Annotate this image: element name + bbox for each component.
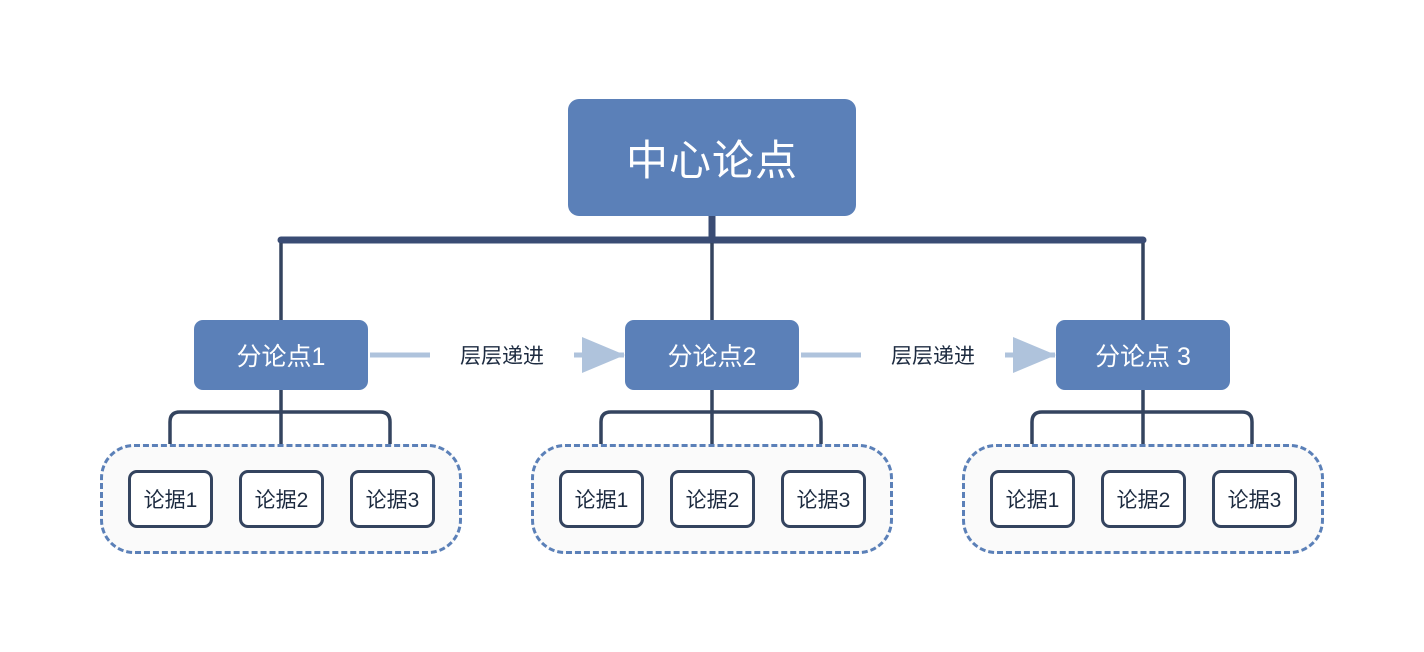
node-evidence-1-1[interactable]: 论据1 xyxy=(128,470,213,528)
node-evidence-3-3[interactable]: 论据3 xyxy=(1212,470,1297,528)
node-evidence-2-2[interactable]: 论据2 xyxy=(670,470,755,528)
node-branch-3[interactable]: 分论点 3 xyxy=(1056,320,1230,390)
node-branch-2[interactable]: 分论点2 xyxy=(625,320,799,390)
node-evidence-2-3[interactable]: 论据3 xyxy=(781,470,866,528)
node-evidence-3-1[interactable]: 论据1 xyxy=(990,470,1075,528)
node-central-thesis[interactable]: 中心论点 xyxy=(568,99,856,216)
node-evidence-1-2[interactable]: 论据2 xyxy=(239,470,324,528)
node-evidence-1-3[interactable]: 论据3 xyxy=(350,470,435,528)
node-branch-1[interactable]: 分论点1 xyxy=(194,320,368,390)
node-evidence-2-1[interactable]: 论据1 xyxy=(559,470,644,528)
edge-label-branch-1-to-2: 层层递进 xyxy=(430,338,574,372)
edge-label-branch-2-to-3: 层层递进 xyxy=(861,338,1005,372)
node-evidence-3-2[interactable]: 论据2 xyxy=(1101,470,1186,528)
